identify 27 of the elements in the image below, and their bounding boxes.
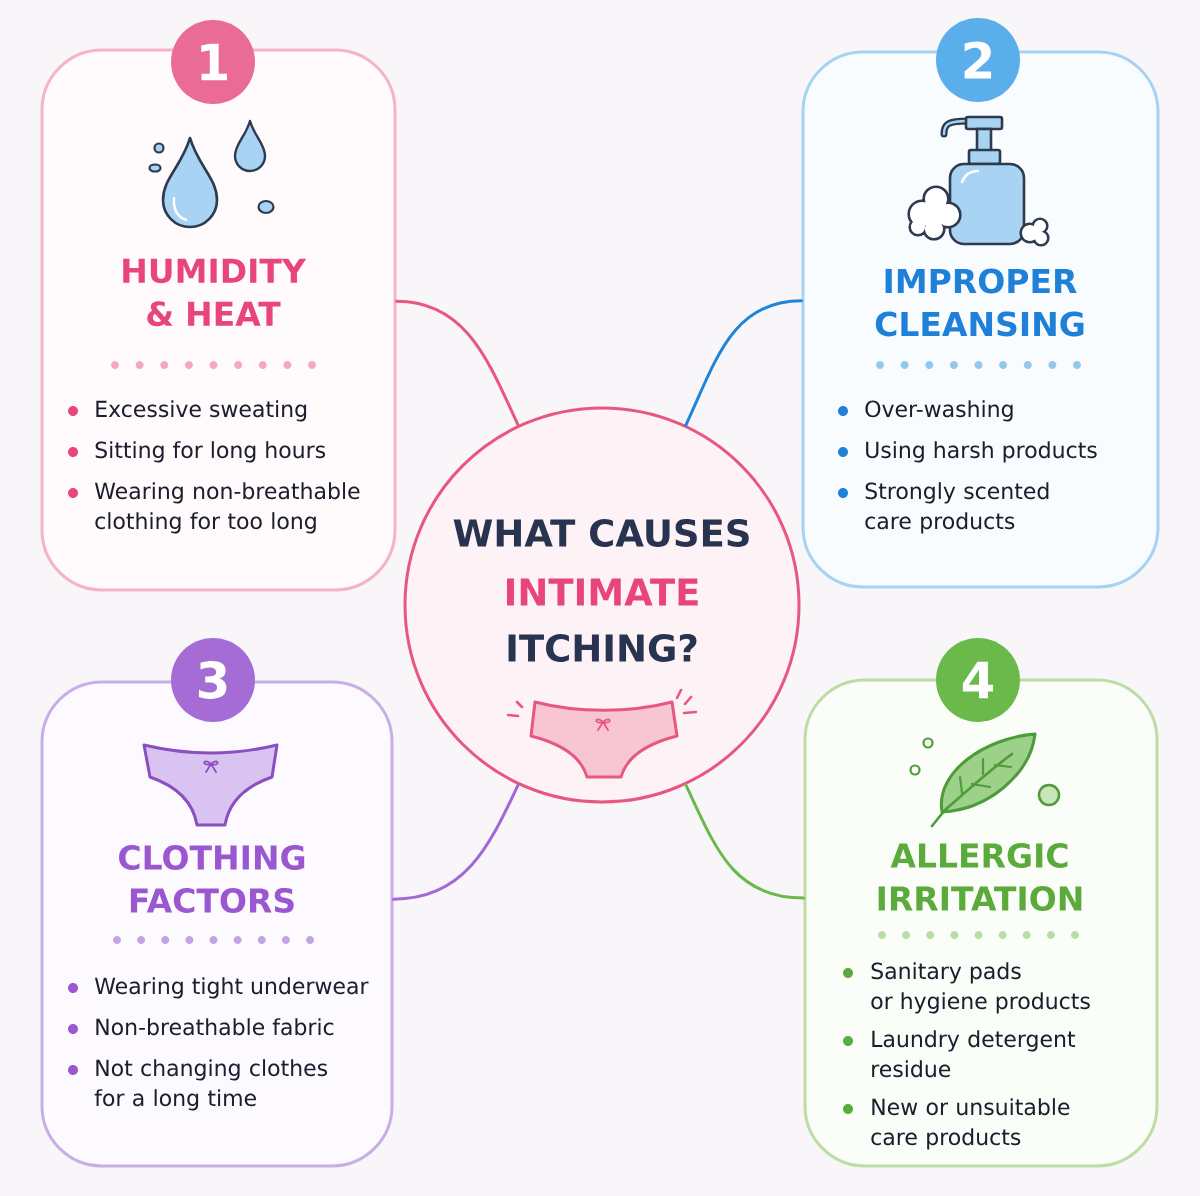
bullet-text: Using harsh products bbox=[866, 441, 1097, 463]
bullet-text: Over-washing bbox=[865, 400, 1013, 422]
bullet-text: Laundry detergent residue bbox=[872, 1030, 1076, 1078]
heading: ALLERGIC IRRITATION bbox=[878, 843, 1082, 911]
bullet-text: New or unsuitable care products bbox=[871, 1098, 1070, 1150]
bullet-text: Sitting for long hours bbox=[95, 441, 326, 463]
heading: IMPROPER CLEANSING bbox=[875, 268, 1084, 337]
connector-line bbox=[395, 299, 520, 427]
bullet-text: Strongly scented care products bbox=[865, 482, 1049, 534]
heading: CLOTHING FACTORS bbox=[119, 845, 305, 913]
bullet-text: Wearing tight underwear bbox=[94, 977, 369, 999]
heading: HUMIDITY & HEAT bbox=[123, 258, 307, 327]
title-text: WHAT CAUSES bbox=[453, 519, 749, 547]
connector-line bbox=[684, 299, 803, 427]
title-text: INTIMATE bbox=[507, 578, 698, 606]
bullet-text: Wearing non-breathable clothing for too long bbox=[94, 482, 360, 534]
bullet-text: Excessive sweating bbox=[96, 400, 307, 422]
connector-line bbox=[392, 783, 520, 901]
connector-line bbox=[684, 783, 805, 900]
bullet-text: Non-breathable fabric bbox=[96, 1018, 334, 1036]
number-badge: 2 bbox=[936, 18, 1020, 102]
number-badge: 3 bbox=[171, 638, 255, 722]
bullet-text: Not changing clothes for a long time bbox=[94, 1059, 328, 1111]
bullet-text: Sanitary pads or hygiene products bbox=[871, 962, 1090, 1014]
number-badge: 1 bbox=[171, 20, 255, 104]
number-badge: 4 bbox=[936, 638, 1020, 722]
title-text: ITCHING? bbox=[508, 634, 697, 662]
